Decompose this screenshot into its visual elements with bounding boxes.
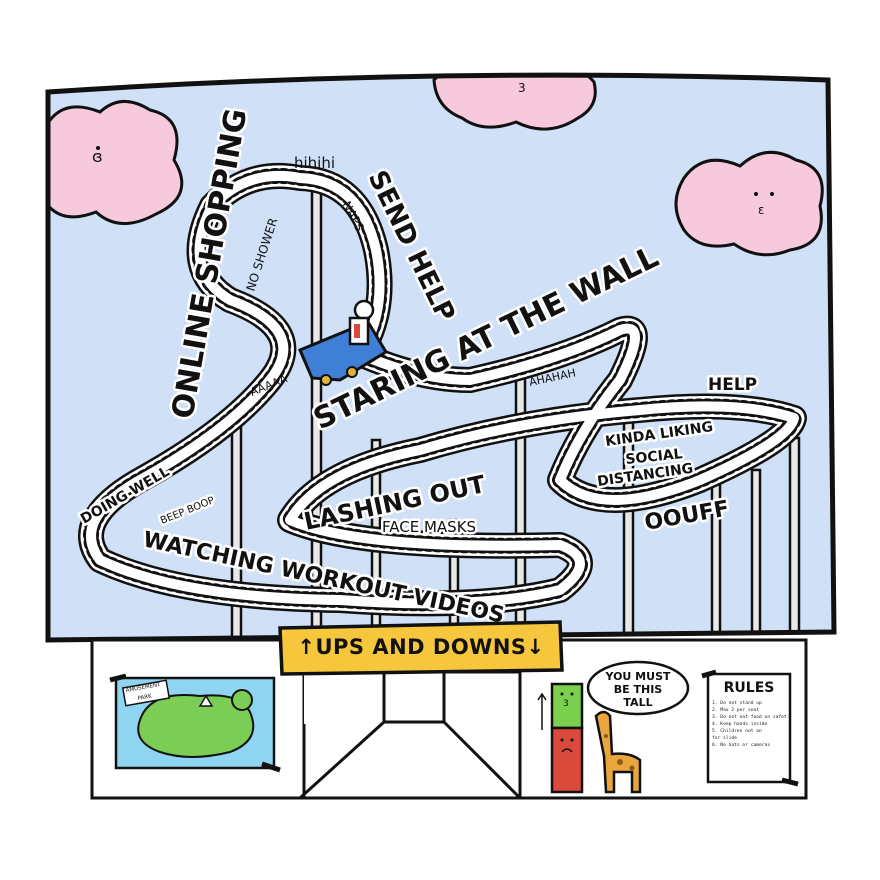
height-check-line-2: BE THIS bbox=[613, 683, 663, 696]
cloud-top: 3 bbox=[432, 75, 597, 131]
rule-item: 2. Max 2 per seat bbox=[712, 708, 760, 713]
park-map-poster: AMUSEMENT PARK bbox=[109, 673, 281, 773]
rule-item: 1. Do not stand up bbox=[712, 701, 762, 706]
height-check-text: YOU MUST BE THIS TALL bbox=[592, 670, 684, 709]
height-check-line-1: YOU MUST bbox=[605, 670, 671, 683]
rule-item: 6. No hats or cameras bbox=[712, 743, 771, 748]
rules-title: RULES bbox=[723, 680, 775, 696]
panel-border bbox=[45, 72, 837, 643]
rule-item: 4. Keep hands inside bbox=[712, 722, 768, 727]
cloud-left: ɞ bbox=[48, 100, 184, 225]
label-hihihi: hihihi bbox=[294, 154, 335, 172]
entrance-sign bbox=[278, 620, 564, 676]
height-check-line-3: TALL bbox=[623, 696, 653, 709]
label-social: SOCIAL bbox=[625, 446, 684, 468]
rules-list: 1. Do not stand up 2. Max 2 per seat 3. … bbox=[712, 700, 786, 749]
park-map-title-2: PARK bbox=[137, 694, 152, 702]
svg-text:3: 3 bbox=[563, 699, 569, 709]
rule-item: 3. Do not eat food on safety bar bbox=[712, 715, 786, 720]
svg-text:ɞ: ɞ bbox=[92, 147, 103, 166]
height-ruler: 3 bbox=[537, 682, 584, 794]
label-face-masks: FACE MASKS bbox=[382, 518, 476, 536]
coaster-track bbox=[78, 162, 807, 617]
entrance-sign-text: ↑UPS AND DOWNS↓ bbox=[297, 635, 545, 659]
cloud-right: ε bbox=[674, 150, 824, 257]
coaster-cart bbox=[298, 299, 389, 386]
svg-text:ε: ε bbox=[758, 203, 765, 217]
rule-item: 5. Children not on bbox=[712, 729, 762, 734]
rules-poster bbox=[701, 669, 799, 787]
svg-text:3: 3 bbox=[518, 81, 526, 95]
speech-bubble bbox=[586, 660, 690, 716]
giraffe bbox=[594, 710, 642, 794]
label-help: HELP bbox=[708, 375, 757, 395]
rule-item: for slide bbox=[712, 736, 737, 741]
